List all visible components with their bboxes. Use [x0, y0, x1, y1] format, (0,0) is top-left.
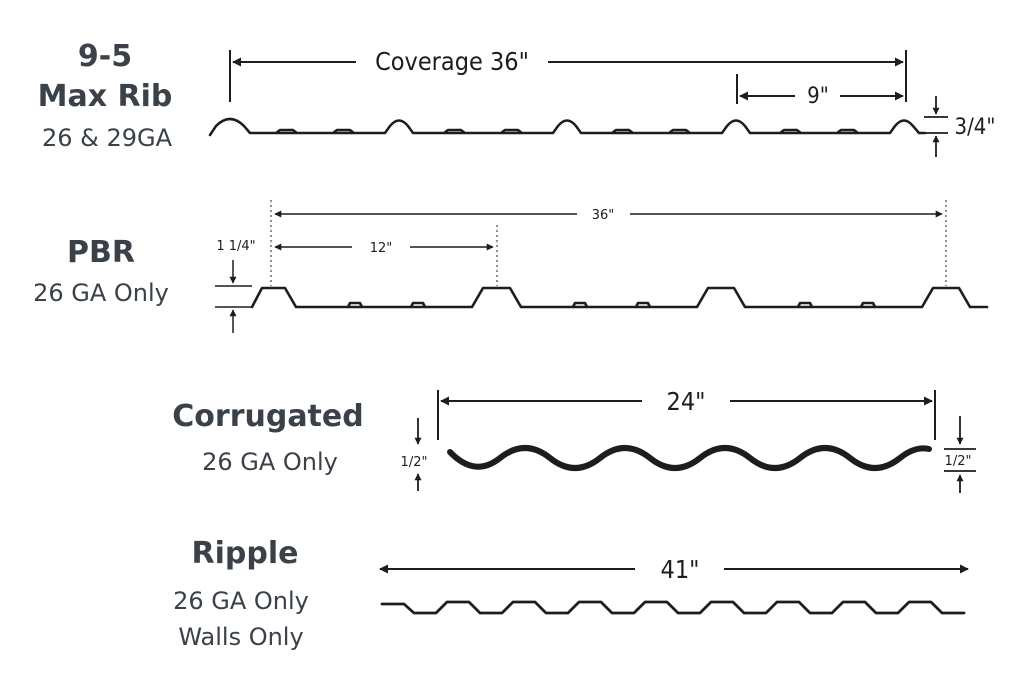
panel-max-rib: 9-5 Max Rib 26 & 29GA Coverage 36" 9" 3/…: [38, 39, 996, 157]
rib-height-label: 1 1/4": [216, 239, 255, 254]
panel-name: 9-5: [78, 39, 132, 74]
height-right-label: 1/2": [945, 454, 972, 469]
max-rib-profile: [208, 117, 927, 137]
height-left-label: 1/2": [401, 455, 428, 470]
panel-gauge: 26 GA Only: [33, 279, 169, 307]
panel-gauge: 26 & 29GA: [42, 124, 173, 152]
panel-name: PBR: [67, 235, 135, 270]
rib-height-label: 3/4": [955, 115, 996, 140]
panel-usage-note: Walls Only: [178, 623, 303, 651]
panel-pbr: PBR 26 GA Only 36" 12" 1 1/4": [33, 200, 989, 333]
panel-gauge: 26 GA Only: [173, 587, 309, 615]
panel-name: Corrugated: [172, 399, 363, 434]
panel-name: Max Rib: [38, 79, 173, 114]
coverage-label: Coverage 36": [375, 47, 529, 76]
pbr-profile: [250, 286, 989, 309]
panel-gauge: 26 GA Only: [202, 448, 338, 476]
coverage-label: 24": [667, 387, 706, 416]
coverage-label: 36": [592, 208, 615, 223]
panel-name: Ripple: [192, 536, 299, 571]
rib-spacing-label: 9": [807, 84, 829, 109]
rib-spacing-label: 12": [370, 241, 393, 256]
corrugated-profile: [447, 445, 932, 471]
panel-ripple: Ripple 26 GA Only Walls Only 41": [173, 536, 969, 651]
panel-corrugated: Corrugated 26 GA Only 24" 1/2" 1/2": [172, 387, 976, 493]
coverage-label: 41": [661, 555, 700, 584]
ripple-profile: [380, 600, 966, 615]
